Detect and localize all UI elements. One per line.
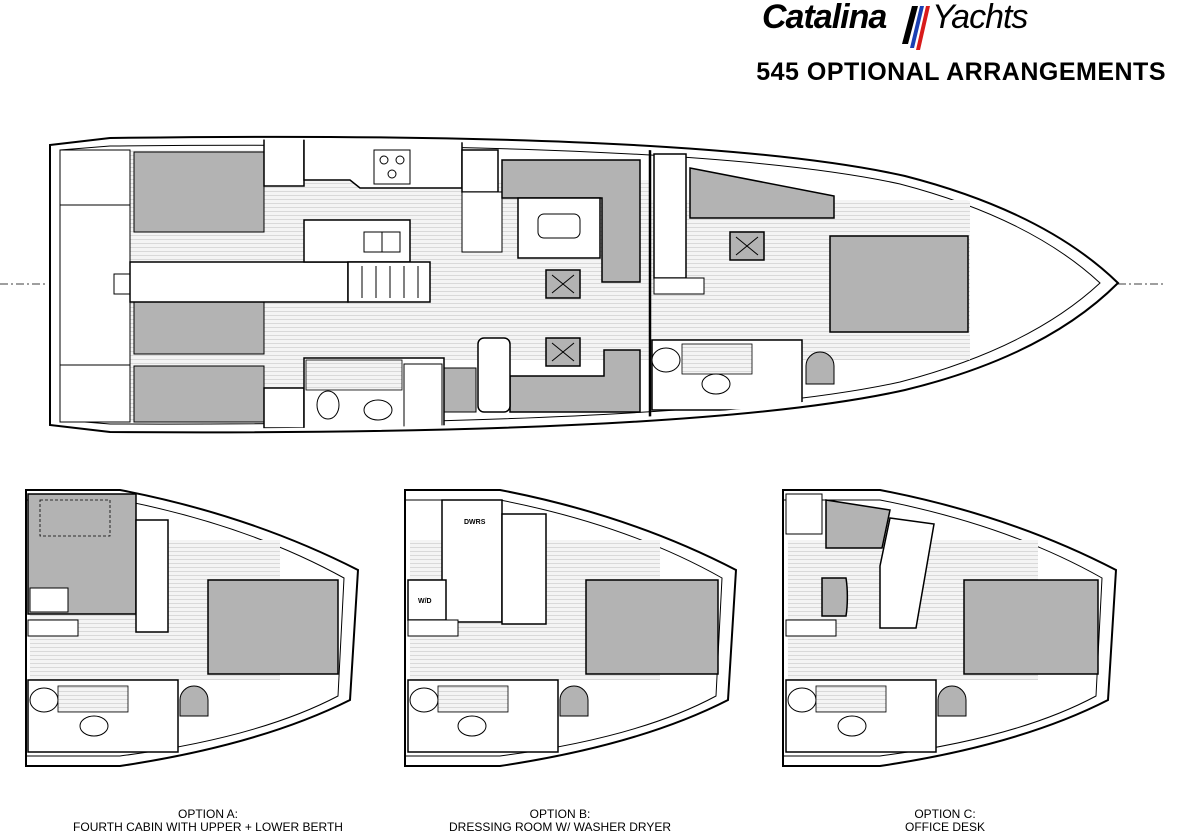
option-b-plan: DWRS W/D — [404, 489, 738, 767]
option-a-forward-berth — [207, 579, 339, 675]
toilet-icon — [316, 390, 340, 420]
option-c-description: OFFICE DESK — [904, 820, 985, 834]
aft-berth-port — [133, 151, 265, 233]
forward-seat — [805, 351, 835, 385]
aft-berth-starboard — [133, 365, 265, 423]
forward-settee — [689, 167, 835, 219]
forward-berth-main — [829, 235, 969, 333]
option-c-heading: OPTION C: — [914, 807, 976, 821]
option-c-plan — [782, 489, 1118, 767]
option-b-label-wd: W/D — [418, 598, 432, 605]
sink-icon — [457, 715, 487, 737]
sink-icon — [363, 399, 393, 421]
main-hull-inner — [59, 144, 1101, 425]
hatch-icon — [729, 231, 765, 261]
logo-stripe-red — [916, 6, 930, 50]
stove-icon — [373, 149, 411, 185]
logo-stripes-icon — [902, 6, 930, 50]
logo-stripe-black — [902, 6, 918, 44]
sink-icon — [837, 715, 867, 737]
option-a-caption: OPTION A: FOURTH CABIN WITH UPPER + LOWE… — [38, 808, 378, 834]
option-a-heading: OPTION A: — [177, 807, 238, 821]
option-a-plan — [25, 489, 360, 767]
toilet-icon — [29, 687, 59, 713]
nav-station-seat — [347, 261, 431, 303]
main-plan — [0, 135, 1165, 434]
hatch-icon — [545, 269, 581, 299]
companionway — [129, 261, 349, 303]
toilet-icon — [409, 687, 439, 713]
saloon-settee-starboard — [509, 349, 641, 413]
sink-icon — [701, 373, 731, 395]
option-b-washer-dryer — [407, 579, 447, 621]
option-b-heading: OPTION B: — [529, 807, 591, 821]
option-b-dressing-room — [441, 499, 503, 623]
option-b-description: DRESSING ROOM W/ WASHER DRYER — [448, 820, 672, 834]
toilet-icon — [787, 687, 817, 713]
option-b-caption: OPTION B: DRESSING ROOM W/ WASHER DRYER — [390, 808, 730, 834]
option-b-label-dwrs: DWRS — [464, 519, 486, 526]
aft-berth-center — [133, 297, 265, 355]
option-c-forward-berth — [963, 579, 1099, 675]
toilet-icon — [651, 347, 681, 373]
hatch-icon — [545, 337, 581, 367]
logo-word-yachts: Yachts — [932, 0, 1028, 36]
logo-word-catalina: Catalina — [762, 0, 887, 36]
option-a-description: FOURTH CABIN WITH UPPER + LOWER BERTH — [73, 820, 343, 834]
option-c-settee — [825, 499, 891, 549]
option-c-caption: OPTION C: OFFICE DESK — [775, 808, 1115, 834]
saloon-settee-port — [501, 159, 641, 283]
option-b-forward-berth — [585, 579, 719, 675]
page-title: 545 OPTIONAL ARRANGEMENTS — [756, 58, 1166, 86]
option-c-office-desk — [821, 577, 849, 617]
fridge — [461, 149, 499, 193]
galley-sink-icon — [363, 231, 401, 253]
sink-icon — [79, 715, 109, 737]
logo-stripe-blue — [910, 6, 924, 48]
